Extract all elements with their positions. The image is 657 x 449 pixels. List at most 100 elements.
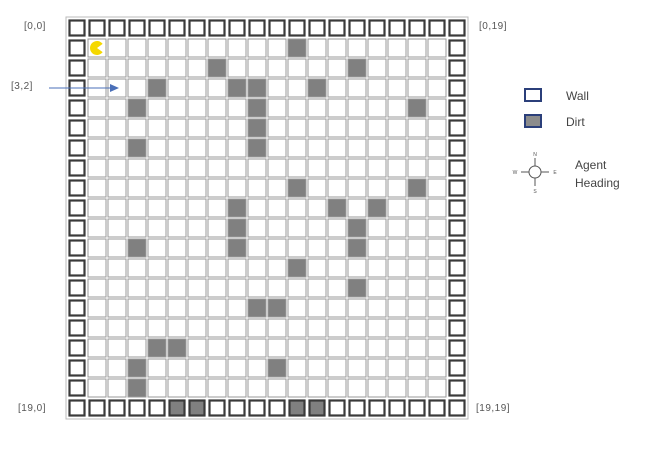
dirt-cell: [347, 238, 367, 258]
open-cell: [107, 118, 127, 138]
dirt-cell: [227, 218, 247, 238]
open-cell: [247, 38, 267, 58]
open-cell: [387, 178, 407, 198]
wall-cell: [368, 399, 386, 417]
open-cell: [387, 38, 407, 58]
open-cell: [207, 218, 227, 238]
open-cell: [107, 298, 127, 318]
open-cell: [327, 78, 347, 98]
open-cell: [227, 358, 247, 378]
open-cell: [347, 378, 367, 398]
open-cell: [327, 58, 347, 78]
open-cell: [267, 338, 287, 358]
open-cell: [227, 38, 247, 58]
wall-cell: [448, 319, 466, 337]
open-cell: [87, 238, 107, 258]
open-cell: [347, 298, 367, 318]
open-cell: [87, 378, 107, 398]
open-cell: [167, 298, 187, 318]
open-cell: [427, 158, 447, 178]
wall-cell: [448, 99, 466, 117]
wall-cell: [448, 139, 466, 157]
open-cell: [107, 358, 127, 378]
open-cell: [207, 98, 227, 118]
open-cell: [87, 158, 107, 178]
open-cell: [347, 178, 367, 198]
open-cell: [187, 58, 207, 78]
wall-cell: [188, 19, 206, 37]
open-cell: [327, 138, 347, 158]
open-cell: [127, 338, 147, 358]
open-cell: [127, 178, 147, 198]
open-cell: [347, 138, 367, 158]
open-cell: [167, 98, 187, 118]
compass-east-label: E: [553, 170, 557, 176]
dirt-cell: [247, 118, 267, 138]
open-cell: [167, 158, 187, 178]
open-cell: [307, 298, 327, 318]
open-cell: [167, 138, 187, 158]
wall-cell: [68, 159, 86, 177]
open-cell: [307, 258, 327, 278]
open-cell: [207, 38, 227, 58]
wall-cell: [68, 339, 86, 357]
open-cell: [187, 358, 207, 378]
open-cell: [407, 138, 427, 158]
dirt-cell: [287, 178, 307, 198]
dirt-cell: [147, 338, 167, 358]
wall-cell: [68, 179, 86, 197]
open-cell: [307, 38, 327, 58]
wall-cell: [68, 19, 86, 37]
open-cell: [147, 138, 167, 158]
open-cell: [427, 358, 447, 378]
wall-cell: [448, 39, 466, 57]
open-cell: [367, 258, 387, 278]
open-cell: [87, 178, 107, 198]
open-cell: [247, 358, 267, 378]
wall-cell: [448, 19, 466, 37]
open-cell: [307, 318, 327, 338]
open-cell: [287, 238, 307, 258]
open-cell: [147, 118, 167, 138]
wall-cell: [428, 19, 446, 37]
open-cell: [427, 58, 447, 78]
wall-cell: [268, 19, 286, 37]
open-cell: [87, 278, 107, 298]
wall-cell: [228, 19, 246, 37]
open-cell: [227, 318, 247, 338]
wall-cell: [188, 399, 206, 417]
open-cell: [207, 158, 227, 178]
wall-cell: [428, 399, 446, 417]
wall-cell: [248, 19, 266, 37]
open-cell: [307, 338, 327, 358]
open-cell: [327, 378, 347, 398]
open-cell: [307, 358, 327, 378]
open-cell: [247, 198, 267, 218]
open-cell: [427, 278, 447, 298]
open-cell: [307, 98, 327, 118]
open-cell: [287, 218, 307, 238]
open-cell: [347, 338, 367, 358]
open-cell: [407, 38, 427, 58]
open-cell: [327, 238, 347, 258]
open-cell: [247, 58, 267, 78]
open-cell: [267, 378, 287, 398]
wall-cell: [68, 119, 86, 137]
open-cell: [367, 138, 387, 158]
open-cell: [227, 378, 247, 398]
dirt-cell: [127, 358, 147, 378]
open-cell: [147, 58, 167, 78]
wall-cell: [368, 19, 386, 37]
wall-cell: [148, 19, 166, 37]
open-cell: [347, 198, 367, 218]
open-cell: [347, 38, 367, 58]
open-cell: [147, 238, 167, 258]
open-cell: [147, 258, 167, 278]
open-cell: [287, 278, 307, 298]
open-cell: [287, 118, 307, 138]
open-cell: [187, 278, 207, 298]
open-cell: [327, 278, 347, 298]
open-cell: [367, 318, 387, 338]
open-cell: [307, 198, 327, 218]
